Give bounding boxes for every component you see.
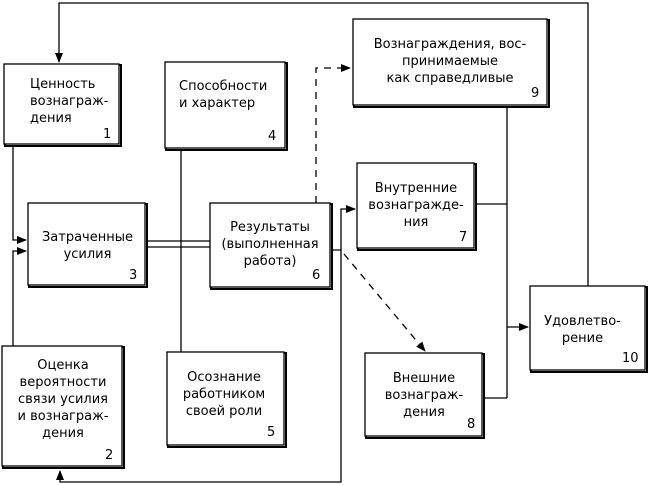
box-9-frame <box>352 18 550 108</box>
box-5-text: Осознание работником своей роли <box>182 370 266 419</box>
box-1-number: 1 <box>103 127 112 142</box>
box-2-frame <box>1 345 125 469</box>
box-4-frame <box>164 61 288 151</box>
box-9-text: Вознаграждения, вос- принимаемые как спр… <box>373 37 527 86</box>
box-2-number: 2 <box>105 448 114 463</box>
box-10-number: 10 <box>622 351 639 366</box>
connector-1-to-3 <box>12 146 27 244</box>
box-6-text: Результаты (выполненная работа) <box>221 220 319 269</box>
connector-6-to-9-dashed <box>315 64 351 203</box>
connector-6-to-8-dashed <box>343 253 426 352</box>
box-3-text: Затраченные усилия <box>41 230 134 262</box>
box-3-frame <box>27 202 148 288</box>
box-8-number: 8 <box>467 417 476 432</box>
box-7-frame <box>356 162 477 251</box>
box-7-number: 7 <box>459 230 468 245</box>
box-8-frame <box>364 352 485 439</box>
connector-2-to-3 <box>12 247 27 346</box>
box-10-text: Удовлетво- рение <box>544 314 621 346</box>
box-9-number: 9 <box>531 86 540 101</box>
connector-6-to-7 <box>332 205 356 251</box>
box-1-frame <box>3 63 122 147</box>
box-4-text: Способности и характер <box>179 79 268 111</box>
box-8-text: Внешние вознаграж- дения <box>384 371 464 420</box>
connector-10-to-1 <box>55 2 589 286</box>
box-1-text: Ценность вознаграж- дения <box>30 77 109 126</box>
box-4-number: 4 <box>268 129 277 144</box>
box-6-frame <box>209 202 333 290</box>
connector-6-to-2-feedback <box>56 250 342 483</box>
box-6-number: 6 <box>312 268 321 283</box>
box-5-number: 5 <box>267 425 276 440</box>
box-7-text: Внутренние вознагражде- ния <box>368 181 464 230</box>
box-5-frame <box>166 351 287 448</box>
box-10-frame <box>529 285 648 373</box>
box-2-text: Оценка вероятности связи усилия и вознаг… <box>17 358 109 441</box>
box-3-number: 3 <box>129 268 138 283</box>
